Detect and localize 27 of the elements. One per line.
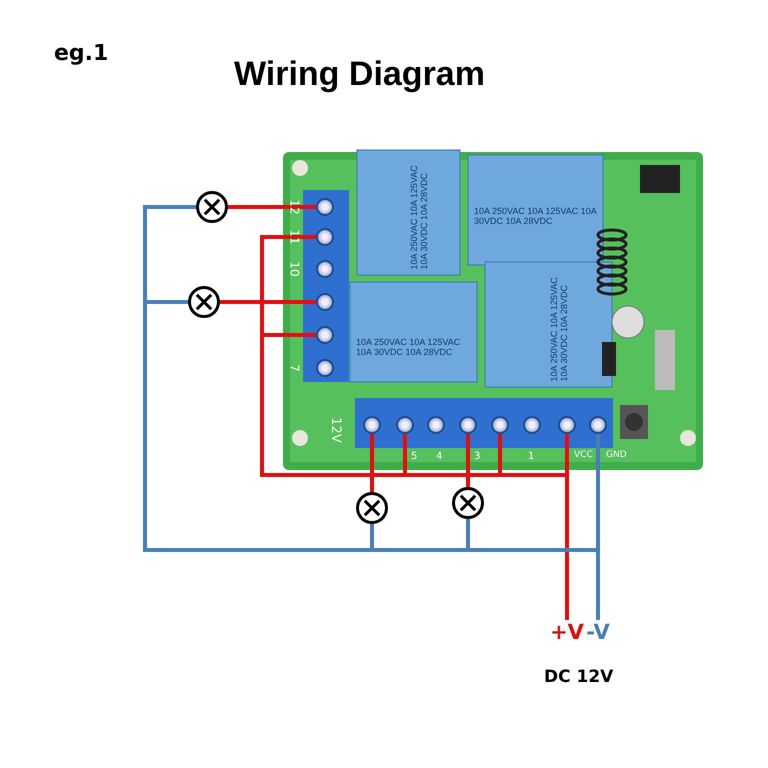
terminal-number: 7 xyxy=(287,364,301,372)
lamp-symbol xyxy=(356,492,388,524)
supply-caption: DC 12V xyxy=(544,668,614,687)
terminal-number: 12 xyxy=(287,199,301,215)
title: Wiring Diagram xyxy=(234,56,485,94)
supply-label: +V xyxy=(548,620,586,646)
wire xyxy=(466,434,470,487)
terminal-number: 1 xyxy=(528,451,534,462)
terminal-number: 10 xyxy=(287,261,301,277)
relay-rating: 10A 250VAC 10A 125VAC 10A 30VDC 10A 28VDC xyxy=(356,338,462,358)
terminal-number: 4 xyxy=(436,451,442,462)
terminal-number: VCC xyxy=(574,451,593,461)
terminal-number: GND xyxy=(606,451,627,461)
wire xyxy=(370,434,374,492)
voltage-marking: 12V xyxy=(328,417,342,443)
wire xyxy=(220,300,316,304)
relay-rating: 10A 250VAC 10A 125VAC 10A 30VDC 10A 28VDC xyxy=(474,207,598,227)
wire xyxy=(228,205,316,209)
terminal-number: 5 xyxy=(411,451,418,462)
relay-rating: 10A 250VAC 10A 125VAC 10A 30VDC 10A 28VDC xyxy=(550,276,570,382)
relay-rating: 10A 250VAC 10A 125VAC 10A 30VDC 10A 28VDC xyxy=(410,164,430,270)
terminal-number: 3 xyxy=(474,451,480,462)
lamp-symbol xyxy=(188,286,220,318)
lamp-symbol xyxy=(452,487,484,519)
lamp-symbol xyxy=(196,191,228,223)
example-number: eg.1 xyxy=(54,42,108,66)
terminal-number: 11 xyxy=(287,229,301,245)
